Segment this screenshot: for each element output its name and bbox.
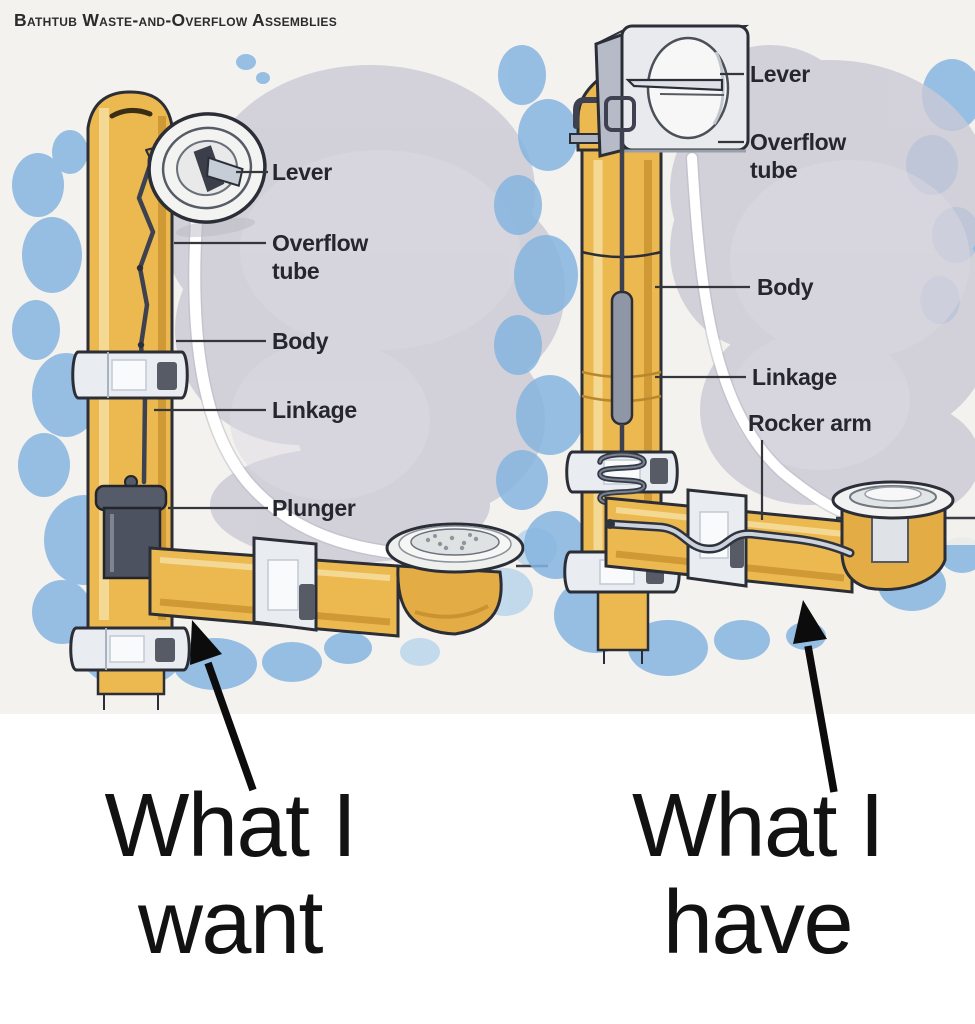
watercolor-blob: [12, 300, 60, 360]
linkage-joint: [137, 341, 145, 349]
caption-line: What I: [631, 776, 885, 876]
label-body-right: Body: [757, 274, 814, 300]
lever-slot-line: [659, 93, 725, 96]
drain-strainer-left: [385, 522, 525, 574]
watercolor-blob: [494, 175, 542, 235]
slip-nut-facet-dark: [155, 638, 175, 662]
right-assembly-diagram: Lever Overflow tube Body Linkage Rocker …: [494, 24, 975, 676]
plate-shadow: [175, 217, 255, 238]
watercolor-blob: [236, 54, 256, 70]
watercolor-blob: [496, 450, 548, 510]
overflow-plate-left: [147, 112, 267, 238]
label-lever-right: Lever: [750, 61, 810, 87]
watercolor-blob: [518, 99, 578, 171]
label-linkage-left: Linkage: [272, 397, 357, 423]
label-lever-left: Lever: [272, 159, 332, 185]
watercolor-blob: [514, 235, 578, 315]
label-body-left: Body: [272, 328, 329, 354]
cup-shading: [414, 604, 489, 619]
tub-gray-blob: [240, 150, 520, 350]
watercolor-blob: [498, 45, 546, 105]
tub-gray-blob: [230, 340, 430, 500]
slip-nut-upper-left: [71, 350, 189, 400]
slip-nut-facet-dark: [299, 584, 315, 620]
watercolor-blob: [940, 537, 975, 573]
diagram-title: Bathtub Waste-and-Overflow Assemblies: [14, 10, 338, 30]
drain-assembly-right: [831, 480, 955, 592]
watercolor-blob: [262, 642, 322, 682]
tub-wall-gray-light-left: [230, 150, 520, 500]
watercolor-blob: [52, 130, 88, 174]
trip-lever-bar: [625, 78, 724, 92]
plunger: [94, 475, 168, 580]
plunger-cap: [94, 484, 168, 512]
linkage-turnbuckle: [610, 290, 634, 426]
label-overflow-left-2: tube: [272, 258, 319, 284]
slip-nut-facet: [111, 359, 147, 391]
bracket-arm: [573, 97, 625, 129]
caption-line: What I: [104, 776, 357, 876]
left-labels: [154, 170, 268, 510]
strainer-holes: [425, 533, 479, 551]
diagram-band: Bathtub Waste-and-Overflow Assemblies: [0, 0, 975, 714]
label-overflow-right-1: Overflow: [750, 129, 846, 155]
slip-nut-lower-left: [69, 626, 191, 710]
tube-top-opening: [109, 108, 153, 119]
tub-wall-gray-light-right: [730, 160, 970, 470]
watercolor-blob: [400, 638, 440, 666]
caption-line: want: [137, 873, 324, 973]
tub-curve: [687, 153, 863, 522]
rocker-arm-rod: [608, 522, 852, 555]
watercolor-blob: [516, 375, 584, 455]
linkage-spring-highlight: [598, 453, 646, 511]
watercolor-blob: [786, 622, 826, 650]
linkage-joint: [136, 264, 144, 272]
watercolor-blob: [256, 72, 270, 84]
watercolor-blob: [714, 620, 770, 660]
linkage-right: [604, 96, 636, 482]
watercolor-blob: [22, 217, 82, 293]
watercolor-blob: [494, 315, 542, 375]
watercolor-blob: [18, 433, 70, 497]
caption-what-i-want: What I want: [5, 778, 455, 972]
plate-mid-ring: [161, 126, 253, 210]
slip-nut-facet-dark: [650, 458, 668, 484]
tub-curve: [189, 206, 436, 562]
waste-overflow-diagram: Lever Overflow tube Body Linkage Plunger: [12, 24, 975, 710]
slip-nut-upper-right: [565, 450, 679, 494]
rocker-arm-pivot: [605, 519, 615, 529]
tub-gray-blob: [730, 330, 910, 470]
tub-gray-blob: [730, 160, 970, 360]
drain-elbow-cup: [396, 564, 503, 636]
right-labels: [655, 72, 764, 520]
watercolor-blob: [12, 153, 64, 217]
caption-line: have: [662, 873, 854, 973]
strainer-face: [410, 528, 500, 556]
slip-nut-facet: [109, 635, 145, 663]
label-overflow-right-2: tube: [750, 157, 797, 183]
label-linkage-right: Linkage: [752, 364, 837, 390]
left-assembly-diagram: Lever Overflow tube Body Linkage Plunger: [12, 54, 565, 710]
slip-nut-facet: [267, 559, 299, 611]
overflow-plate-right: [594, 24, 750, 158]
label-overflow-left-1: Overflow: [272, 230, 368, 256]
caption-what-i-have: What I have: [535, 778, 975, 972]
oval-shading: [712, 51, 725, 125]
watercolor-blob: [324, 632, 372, 664]
drain-stopper-dome: [864, 486, 922, 502]
slip-nut-pipe-left: [252, 536, 318, 632]
label-rocker-arm: Rocker arm: [748, 410, 872, 436]
slip-nut-facet-dark: [157, 362, 177, 390]
label-plunger: Plunger: [272, 495, 356, 521]
trip-lever-handle: [206, 156, 244, 188]
